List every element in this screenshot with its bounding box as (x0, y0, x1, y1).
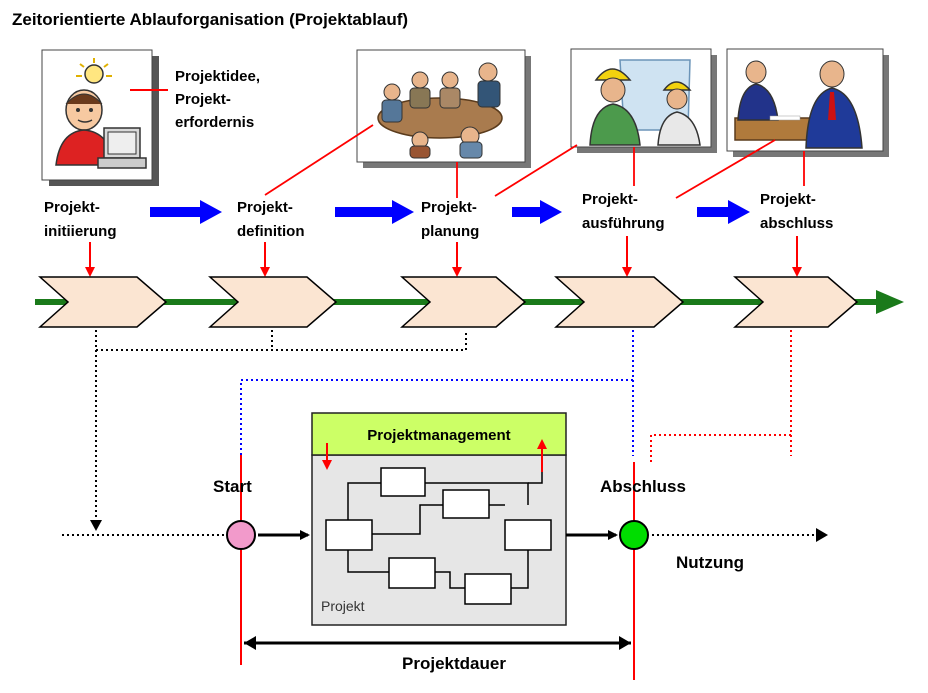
task-box (504, 519, 552, 551)
chevron-planung (400, 276, 527, 328)
svg-text:abschluss: abschluss (760, 215, 833, 232)
task-box (442, 489, 490, 519)
management-header (311, 412, 567, 456)
svg-text:initiierung: initiierung (44, 223, 117, 240)
end-node (619, 520, 649, 550)
svg-text:Projekt-: Projekt- (237, 199, 293, 216)
svg-text:Projekt-: Projekt- (760, 191, 816, 208)
phase-timeline (35, 236, 904, 328)
blue-arrow-3 (512, 200, 562, 224)
red-dotted-to-end (650, 434, 791, 462)
chevron-definition (208, 276, 338, 328)
project-timeline: Start Abschluss Nutzung Projektdauer (62, 455, 828, 680)
black-dotted-bracket (95, 330, 467, 351)
blue-arrow-2 (335, 200, 414, 224)
svg-text:ausführung: ausführung (582, 215, 665, 232)
task-box (380, 467, 426, 497)
person-icon (55, 89, 115, 166)
phase-label-planung: Projekt- planung (421, 199, 479, 240)
business-people-icon (737, 60, 863, 149)
end-label: Abschluss (600, 477, 686, 496)
lightbulb-icon (76, 58, 112, 84)
dotted-connectors (90, 330, 792, 531)
project-box: Projektmanagement Projekt (311, 412, 567, 626)
duration-label: Projektdauer (402, 654, 506, 673)
execution-workers-picture (570, 48, 717, 153)
phase-label-initiierung: Projekt- initiierung (44, 199, 117, 240)
blue-arrow-4 (697, 200, 750, 224)
chevron-abschluss (733, 276, 859, 328)
closure-meeting-picture (726, 48, 889, 157)
planning-meeting-picture (356, 49, 531, 168)
green-timeline-arrowhead (876, 290, 904, 314)
idea-person-picture (41, 49, 159, 186)
task-box (325, 519, 373, 551)
svg-text:Projekt-: Projekt- (421, 199, 477, 216)
meeting-people-icon (381, 62, 501, 159)
phase-label-ausfuehrung: Projekt- ausführung (582, 191, 665, 232)
execution-closure-connector (675, 139, 776, 199)
usage-label: Nutzung (676, 553, 744, 572)
blue-arrow-1 (150, 200, 222, 224)
phase-label-abschluss: Projekt- abschluss (760, 191, 833, 232)
planning-execution-connector (494, 144, 578, 197)
page-title: Zeitorientierte Ablauforganisation (Proj… (12, 10, 408, 29)
start-label: Start (213, 477, 252, 496)
management-label: Projektmanagement (367, 427, 510, 444)
start-node (226, 520, 256, 550)
phase-sequence-arrows (150, 200, 750, 224)
svg-text:planung: planung (421, 223, 479, 240)
task-box (388, 557, 436, 589)
chevron-ausfuehrung (554, 276, 685, 328)
task-box (464, 573, 512, 605)
project-label: Projekt (321, 598, 365, 614)
idea-note: Projektidee, Projekt- erfordernis (175, 68, 264, 131)
computer-icon (97, 127, 147, 169)
blue-dotted-to-start (240, 379, 633, 455)
phase-label-definition: Projekt- definition (237, 199, 305, 240)
svg-text:definition: definition (237, 223, 305, 240)
worker-icon (589, 68, 701, 146)
chevron-initiierung (38, 276, 168, 328)
svg-text:Projekt-: Projekt- (44, 199, 100, 216)
svg-text:Projekt-: Projekt- (582, 191, 638, 208)
definition-picture-connector (264, 124, 374, 196)
